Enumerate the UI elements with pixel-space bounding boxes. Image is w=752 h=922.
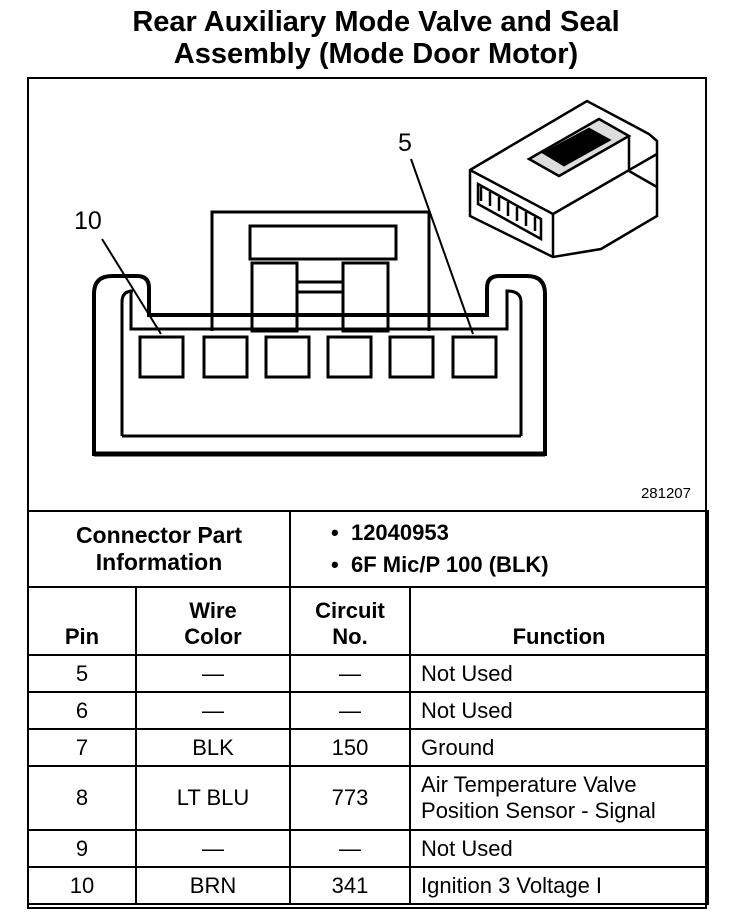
pin-cavities (138, 335, 498, 379)
cavity-pin-9 (202, 335, 249, 379)
table-row: 7 BLK 150 Ground (27, 728, 710, 767)
connector-latch (210, 210, 431, 333)
connector-figure: 10 5 281207 (29, 79, 705, 510)
title-line-1: Rear Auxiliary Mode Valve and Seal (132, 6, 620, 38)
pinout-table: Connector Part Information • 12040953 • … (26, 510, 710, 905)
callout-pin-5: 5 (398, 129, 412, 157)
document-frame (27, 77, 707, 909)
page-title: Rear Auxiliary Mode Valve and Seal Assem… (0, 6, 752, 70)
connector-body (92, 274, 547, 457)
cavity-pin-8 (264, 335, 311, 379)
cavity-pin-7 (326, 335, 373, 379)
connector-info-values: • 12040953 • 6F Mic/P 100 (BLK) (289, 510, 710, 588)
table-row: 5 — — Not Used (27, 654, 710, 693)
title-line-2: Assembly (Mode Door Motor) (173, 38, 579, 70)
cavity-pin-5 (451, 335, 498, 379)
connector-isometric-icon (468, 99, 659, 259)
connector-info-label: Connector Part Information (26, 510, 292, 588)
table-row: 9 — — Not Used (27, 829, 710, 868)
cavity-pin-6 (388, 335, 435, 379)
connector-part-type: • 6F Mic/P 100 (BLK) (331, 552, 549, 577)
table-header-row: Pin Wire Color Circuit No. Function (27, 586, 710, 656)
connector-part-number: • 12040953 (331, 520, 449, 545)
connector-drawing: 10 5 (74, 99, 659, 457)
cavity-pin-10 (138, 335, 185, 379)
figure-id: 281207 (640, 485, 691, 502)
table-row: 8 LT BLU 773 Air Temperature Valve Posit… (27, 765, 710, 831)
table-row: 10 BRN 341 Ignition 3 Voltage I (27, 866, 710, 905)
header-pin: Pin (27, 586, 137, 656)
header-wire-color: Wire Color (134, 586, 292, 656)
header-circuit-no: Circuit No. (289, 586, 412, 656)
header-function: Function (409, 586, 710, 656)
callout-pin-10: 10 (74, 207, 102, 235)
callout-leaders (101, 158, 474, 335)
table-row: 6 — — Not Used (27, 691, 710, 730)
connector-info-row: Connector Part Information • 12040953 • … (26, 510, 710, 588)
